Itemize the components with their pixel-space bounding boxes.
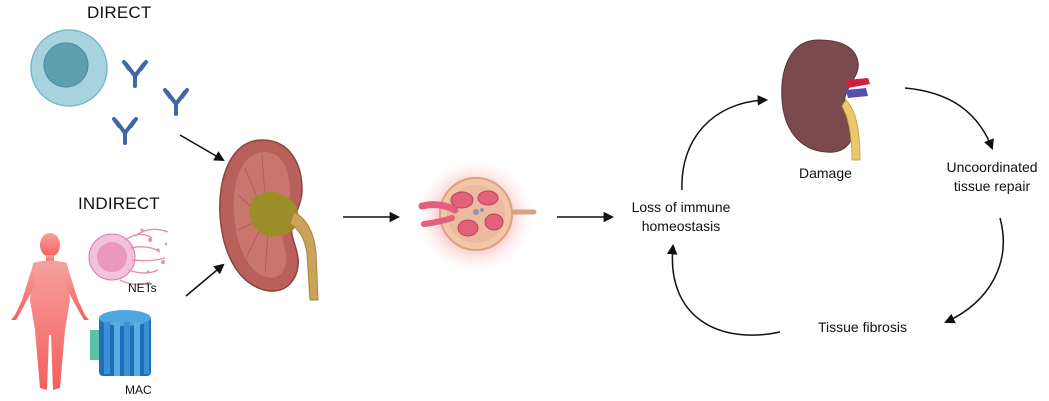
antibody-icon bbox=[122, 60, 148, 88]
kidney-icon bbox=[781, 39, 870, 161]
inflamed-glomerulus-icon bbox=[413, 156, 537, 276]
uncoordinated-repair-line-2: tissue repair bbox=[953, 178, 1031, 194]
arrow-repair-to-fibrosis bbox=[944, 217, 1004, 324]
damage-label: Damage bbox=[799, 165, 852, 181]
arrow-damage-to-repair bbox=[904, 87, 994, 150]
cell-icon bbox=[30, 29, 108, 107]
mac-label: MAC bbox=[125, 383, 152, 397]
kidney-cross-section-icon bbox=[219, 139, 319, 301]
uncoordinated-repair-line-1: Uncoordinated bbox=[946, 159, 1038, 175]
mac-complex-icon bbox=[90, 310, 151, 376]
tissue-fibrosis-label: Tissue fibrosis bbox=[818, 319, 907, 335]
nets-label: NETs bbox=[128, 281, 157, 295]
antibody-icon bbox=[112, 117, 138, 145]
arrow-loss-to-damage bbox=[681, 95, 769, 191]
arrow-fibrosis-to-loss bbox=[666, 243, 781, 336]
loss-of-homeostasis-label: Loss of immune homeostasis bbox=[614, 198, 748, 236]
nets-icon bbox=[88, 228, 169, 286]
human-body-icon bbox=[11, 233, 89, 390]
arrow-direct-to-kidney bbox=[179, 134, 225, 162]
arrow-indirect-to-kidney bbox=[185, 263, 225, 297]
uncoordinated-repair-label: Uncoordinated tissue repair bbox=[936, 158, 1048, 196]
loss-of-homeostasis-line-2: homeostasis bbox=[641, 218, 721, 234]
indirect-label: INDIRECT bbox=[78, 194, 160, 213]
direct-label: DIRECT bbox=[87, 3, 152, 22]
antibody-icon bbox=[163, 88, 189, 116]
loss-of-homeostasis-line-1: Loss of immune bbox=[631, 199, 731, 215]
